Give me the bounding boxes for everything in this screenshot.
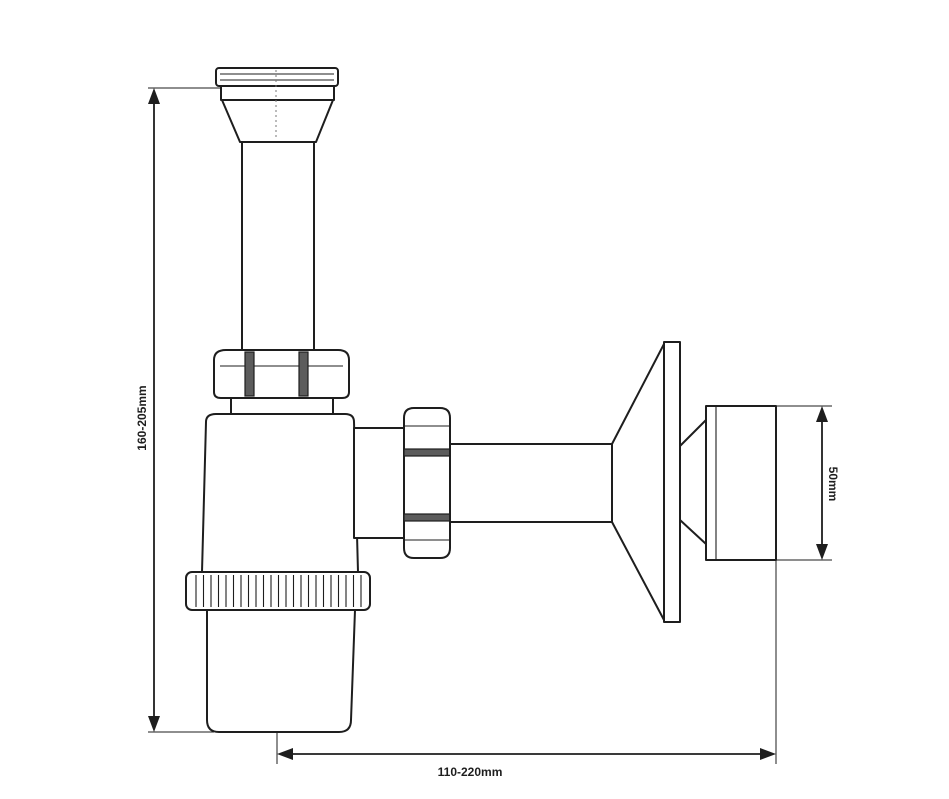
wall-pipe-adaptor: [705, 405, 777, 561]
outlet-nut: [403, 407, 451, 559]
width-dimension: 110-220mm: [276, 560, 777, 779]
nut-band-left: [244, 351, 255, 397]
outlet-tube: [449, 443, 615, 523]
diameter-label: 50mm: [826, 467, 840, 502]
outlet-diameter-dimension: 50mm: [776, 405, 840, 561]
height-dimension: 160-205mm: [135, 87, 222, 733]
drain-flange: [215, 67, 339, 87]
wall-rosette-plate: [663, 341, 681, 623]
coupling-nut: [213, 349, 350, 399]
inlet-tube: [241, 141, 315, 351]
bottle-trap-body: [185, 413, 371, 733]
height-arrow-top: [148, 88, 160, 104]
diameter-arrow-top: [816, 406, 828, 422]
height-arrow-bottom: [148, 716, 160, 732]
wall-adaptor-taper: [679, 419, 707, 545]
bottle-upper: [201, 413, 359, 573]
ring-ribs: [195, 575, 362, 607]
drain-funnel: [221, 99, 334, 143]
height-label: 160-205mm: [135, 385, 149, 450]
width-arrow-left: [277, 748, 293, 760]
diameter-arrow-bottom: [816, 544, 828, 560]
drain-inlet-assembly: [213, 67, 350, 415]
width-label: 110-220mm: [438, 765, 503, 779]
nut-band-right: [298, 351, 309, 397]
bottle-cup: [206, 609, 356, 733]
nut-ring: [230, 397, 334, 415]
outlet-stub: [353, 427, 405, 539]
drain-collar: [220, 85, 335, 101]
outlet-band-top: [403, 448, 451, 457]
side-outlet-assembly: [353, 341, 777, 623]
outlet-band-bottom: [403, 513, 451, 522]
wall-rosette-cone: [611, 343, 665, 621]
width-arrow-right: [760, 748, 776, 760]
